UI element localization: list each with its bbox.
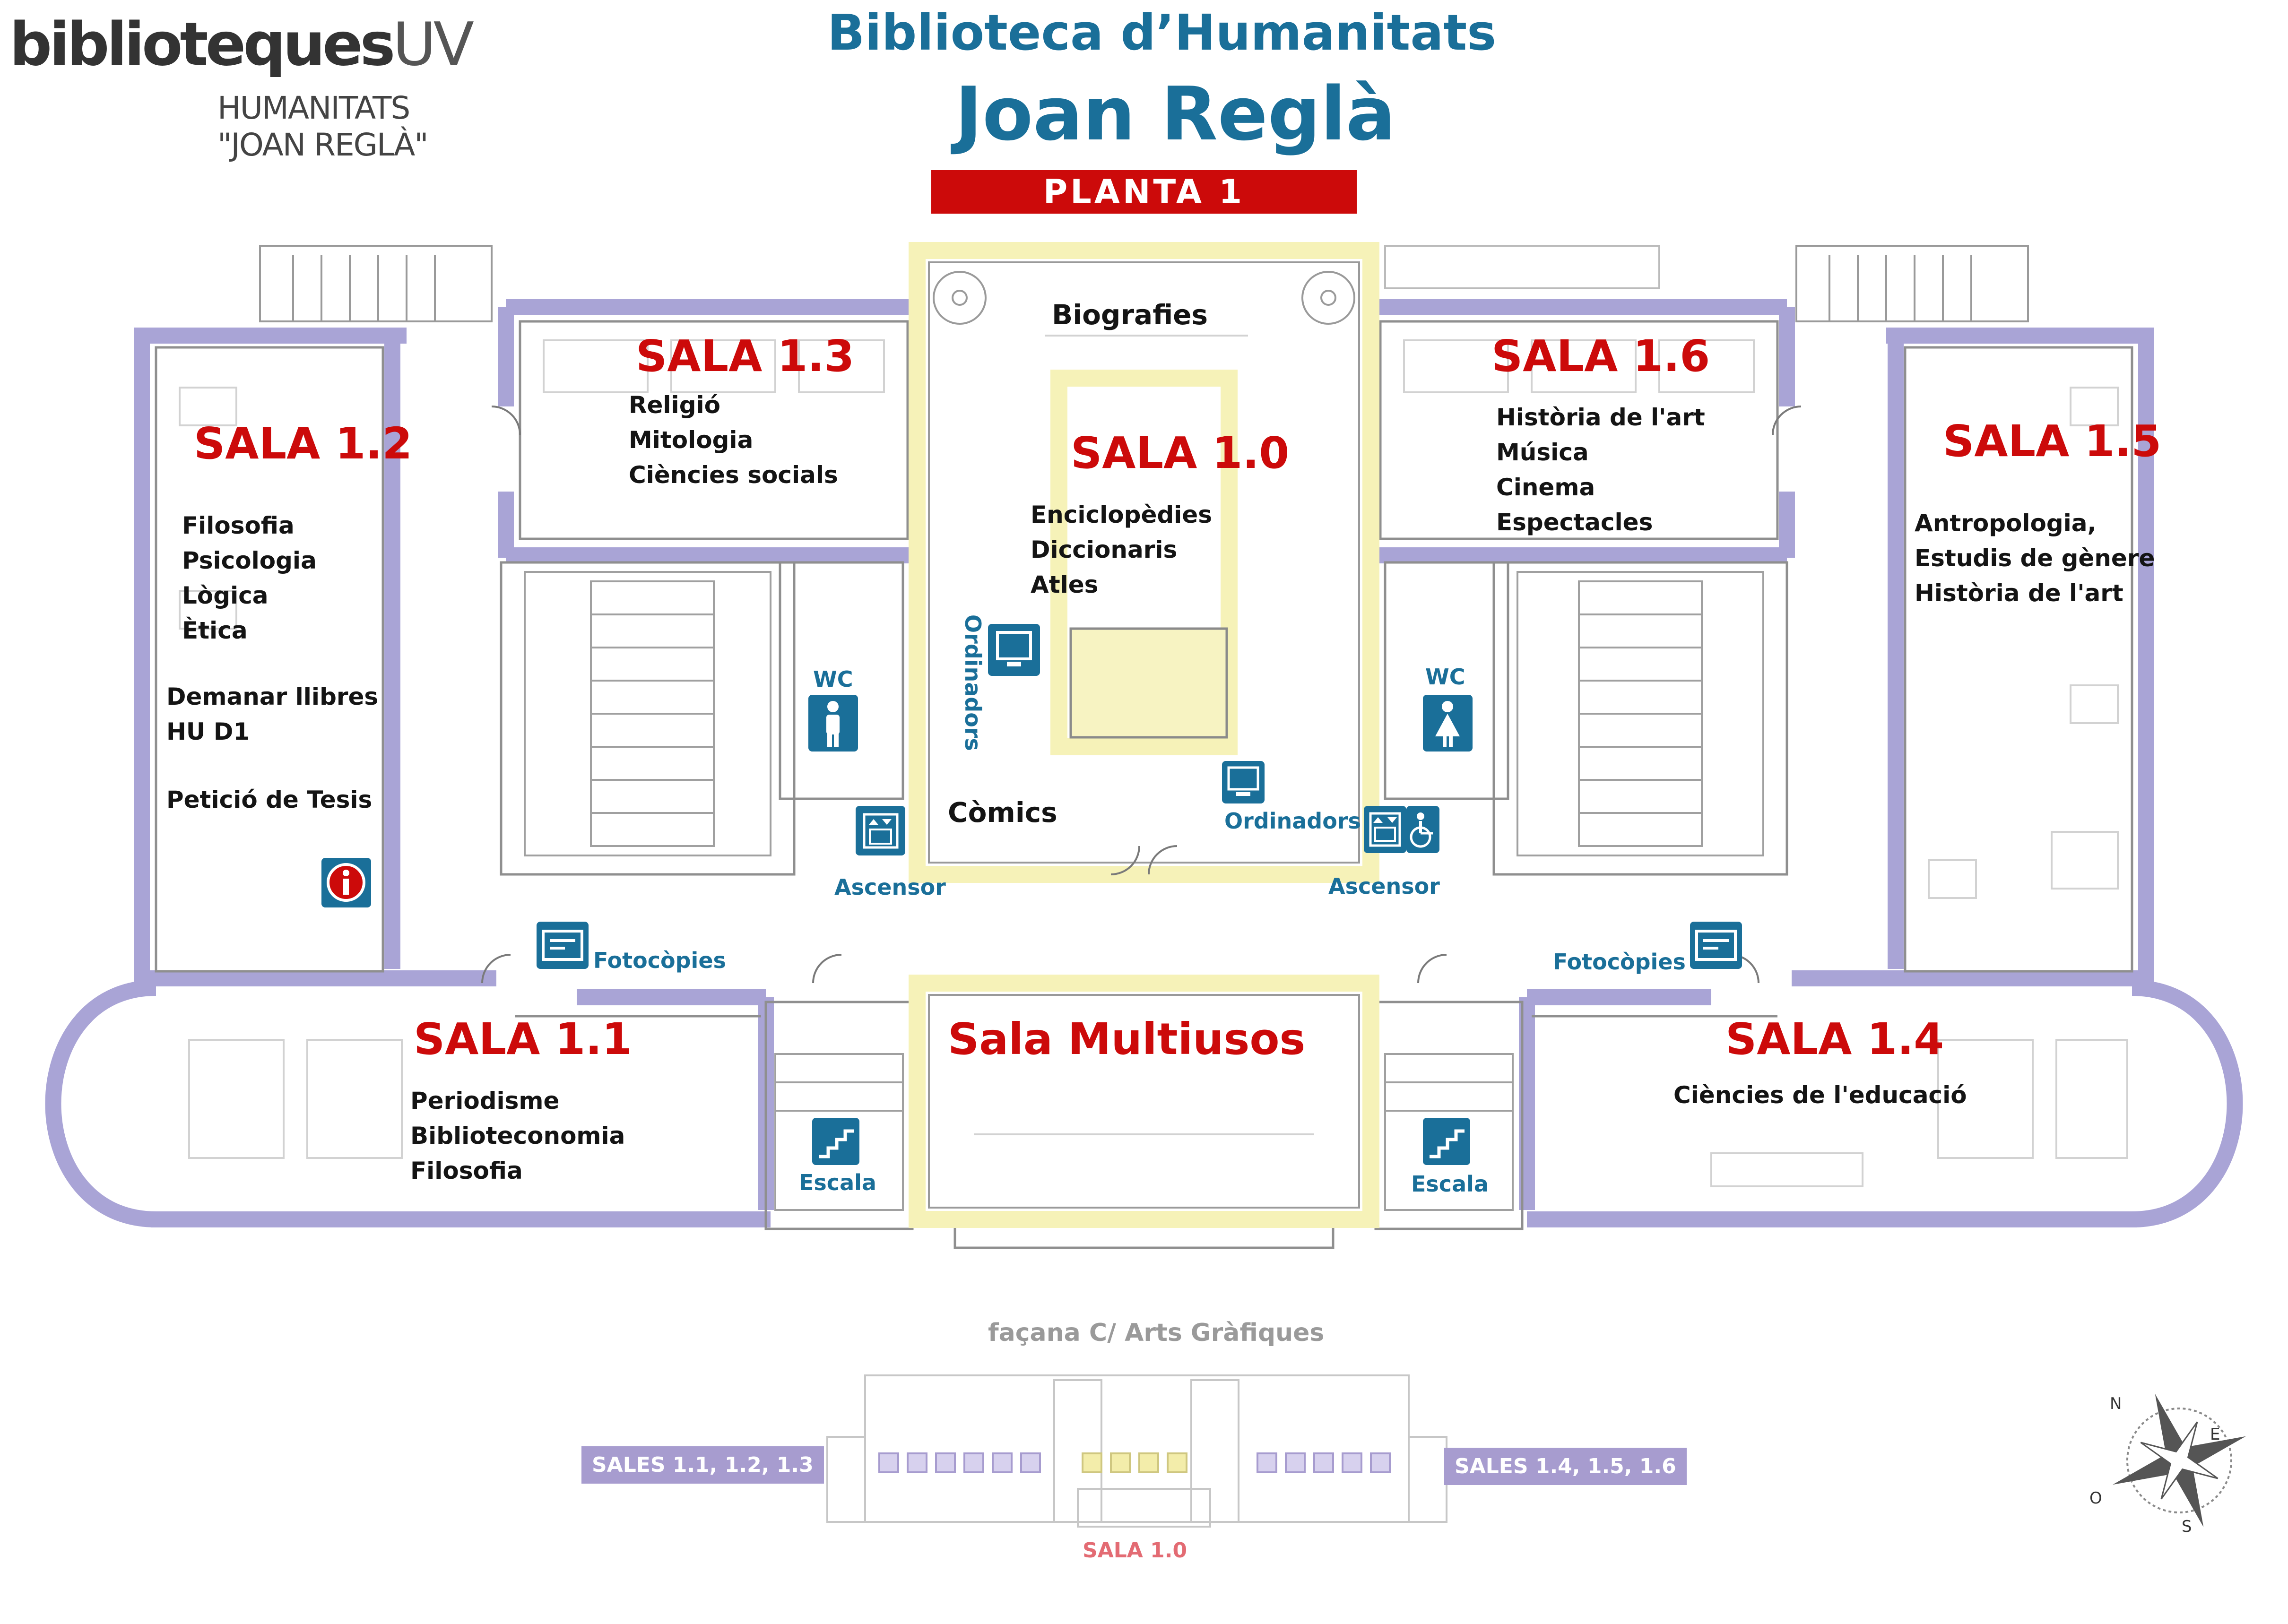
- computer-icon: [988, 624, 1040, 676]
- facade-drawing: [826, 1374, 1447, 1528]
- label-wc-left: WC: [813, 666, 853, 692]
- topic: Cinema: [1496, 474, 1595, 501]
- topic: Atles: [1031, 571, 1099, 598]
- topic: Espectacles: [1496, 509, 1653, 536]
- room-sala-1-2-name: SALA 1.2: [194, 418, 413, 469]
- room-sala-1-6-topics: Història de l'art Música Cinema Espectac…: [1496, 400, 1705, 540]
- label-escala-right: Escala: [1411, 1171, 1489, 1197]
- facade-windows: [878, 1452, 1391, 1473]
- room-sala-1-1-name: SALA 1.1: [414, 1014, 633, 1064]
- stairwell-right: [1517, 571, 1764, 856]
- topic: Ciències de l'educació: [1673, 1081, 1967, 1109]
- topic: Música: [1496, 439, 1589, 466]
- topic: Ètica: [182, 617, 248, 644]
- right-rounded-end: [2132, 980, 2243, 1227]
- room-sala-1-0-name: SALA 1.0: [1071, 428, 1290, 478]
- topic: Antropologia,: [1915, 510, 2097, 537]
- room-sala-1-3-topics: Religió Mitologia Ciències socials: [629, 388, 838, 492]
- topic: Mitologia: [629, 426, 754, 454]
- service-request-books: Demanar llibres: [166, 683, 379, 710]
- inner-walls: [155, 320, 2133, 1249]
- stairs-icon: [1423, 1118, 1470, 1165]
- room-sala-1-0-topics: Enciclopèdies Diccionaris Atles: [1031, 497, 1212, 602]
- topic: Enciclopèdies: [1031, 501, 1212, 528]
- computer-icon: [1222, 761, 1265, 803]
- service-thesis-request: Petició de Tesis: [166, 786, 373, 813]
- label-fotocopies-left: Fotocòpies: [593, 948, 726, 973]
- logo-brand-suffix: UV: [392, 9, 474, 79]
- logo-line-1: HUMANITATS: [217, 90, 410, 126]
- label-escala-left: Escala: [799, 1170, 876, 1195]
- elevator-icon: [856, 806, 905, 855]
- topic: Filosofia: [410, 1157, 523, 1184]
- wc-female-icon: [1423, 695, 1473, 752]
- room-multiusos-name: Sala Multiusos: [948, 1014, 1306, 1064]
- topic: Diccionaris: [1031, 536, 1178, 563]
- topic: Psicologia: [182, 547, 317, 574]
- library-logo: bibliotequesUV: [9, 9, 474, 79]
- stairs-bottom: [774, 1053, 1514, 1211]
- room-sala-1-4-topics: Ciències de l'educació: [1673, 1078, 1967, 1113]
- label-ascensor-right: Ascensor: [1328, 873, 1440, 899]
- room-sala-1-5-topics: Antropologia, Estudis de gènere Història…: [1915, 506, 2155, 611]
- label-fotocopies-right: Fotocòpies: [1553, 949, 1686, 975]
- compass-south: S: [2182, 1517, 2192, 1536]
- central-corridor: [909, 242, 1379, 1228]
- floor-banner: PLANTA 1: [931, 170, 1357, 214]
- library-name: Joan Reglà: [955, 71, 1396, 157]
- topic: Història de l'art: [1915, 579, 2123, 607]
- label-wc-right: WC: [1425, 664, 1465, 690]
- room-sala-1-5-name: SALA 1.5: [1943, 416, 2162, 466]
- wc-male-icon: [808, 695, 858, 752]
- wheelchair-icon: [1406, 806, 1439, 853]
- elevator-icon: [1364, 806, 1406, 853]
- room-sala-1-1-topics: Periodisme Biblioteconomia Filosofia: [410, 1083, 625, 1188]
- facade-tag-left: SALES 1.1, 1.2, 1.3: [581, 1446, 824, 1484]
- photocopier-icon: [1690, 922, 1742, 969]
- room-sala-1-2-services: Demanar llibres HU D1 Petició de Tesis: [166, 679, 378, 817]
- top-stairs-right: [1795, 245, 2029, 322]
- room-sala-1-2-topics: Filosofia Psicologia Lògica Ètica: [182, 508, 317, 648]
- facade-center-label: SALA 1.0: [1083, 1538, 1187, 1563]
- topic: Ciències socials: [629, 461, 838, 489]
- compass-rose-icon: [2113, 1394, 2246, 1527]
- facade-title: façana C/ Arts Gràfiques: [988, 1319, 1325, 1347]
- library-title: Biblioteca d’Humanitats: [827, 4, 1497, 61]
- label-ordinadors: Ordinadors: [1224, 808, 1361, 834]
- compass-north: N: [2110, 1394, 2122, 1413]
- label-ascensor-left: Ascensor: [834, 874, 946, 900]
- doors: [481, 406, 1802, 984]
- logo-line-2: "JOAN REGLÀ": [217, 127, 429, 163]
- topic: Filosofia: [182, 512, 295, 539]
- info-icon: [321, 858, 371, 907]
- logo-brand: biblioteques: [9, 9, 396, 79]
- stairwell-left: [524, 571, 771, 856]
- label-biografies: Biografies: [1052, 299, 1208, 331]
- compass-west: O: [2089, 1489, 2102, 1508]
- photocopier-icon: [537, 922, 589, 969]
- room-sala-1-6-name: SALA 1.6: [1491, 331, 1710, 381]
- room-sala-1-4-name: SALA 1.4: [1725, 1014, 1944, 1064]
- topic: Estudis de gènere: [1915, 544, 2155, 572]
- label-comics: Còmics: [948, 796, 1057, 829]
- topic: Biblioteconomia: [410, 1122, 625, 1149]
- left-rounded-end: [45, 980, 156, 1227]
- topic: Història de l'art: [1496, 404, 1705, 431]
- service-location-code: HU D1: [166, 718, 250, 745]
- topic: Lògica: [182, 582, 269, 609]
- spiral-stairs: [933, 271, 1355, 325]
- furniture: [179, 335, 2128, 1187]
- room-sala-1-3-name: SALA 1.3: [636, 331, 855, 381]
- top-stairs-left: [259, 245, 493, 322]
- facade-windows-center: [1082, 1452, 1187, 1473]
- compass-east: E: [2210, 1425, 2220, 1444]
- topic: Religió: [629, 391, 720, 419]
- facade-tag-right: SALES 1.4, 1.5, 1.6: [1444, 1448, 1687, 1485]
- topic: Periodisme: [410, 1087, 560, 1114]
- stairs-icon: [812, 1118, 859, 1165]
- label-ordinadors-vertical: Ordinadors: [960, 614, 986, 751]
